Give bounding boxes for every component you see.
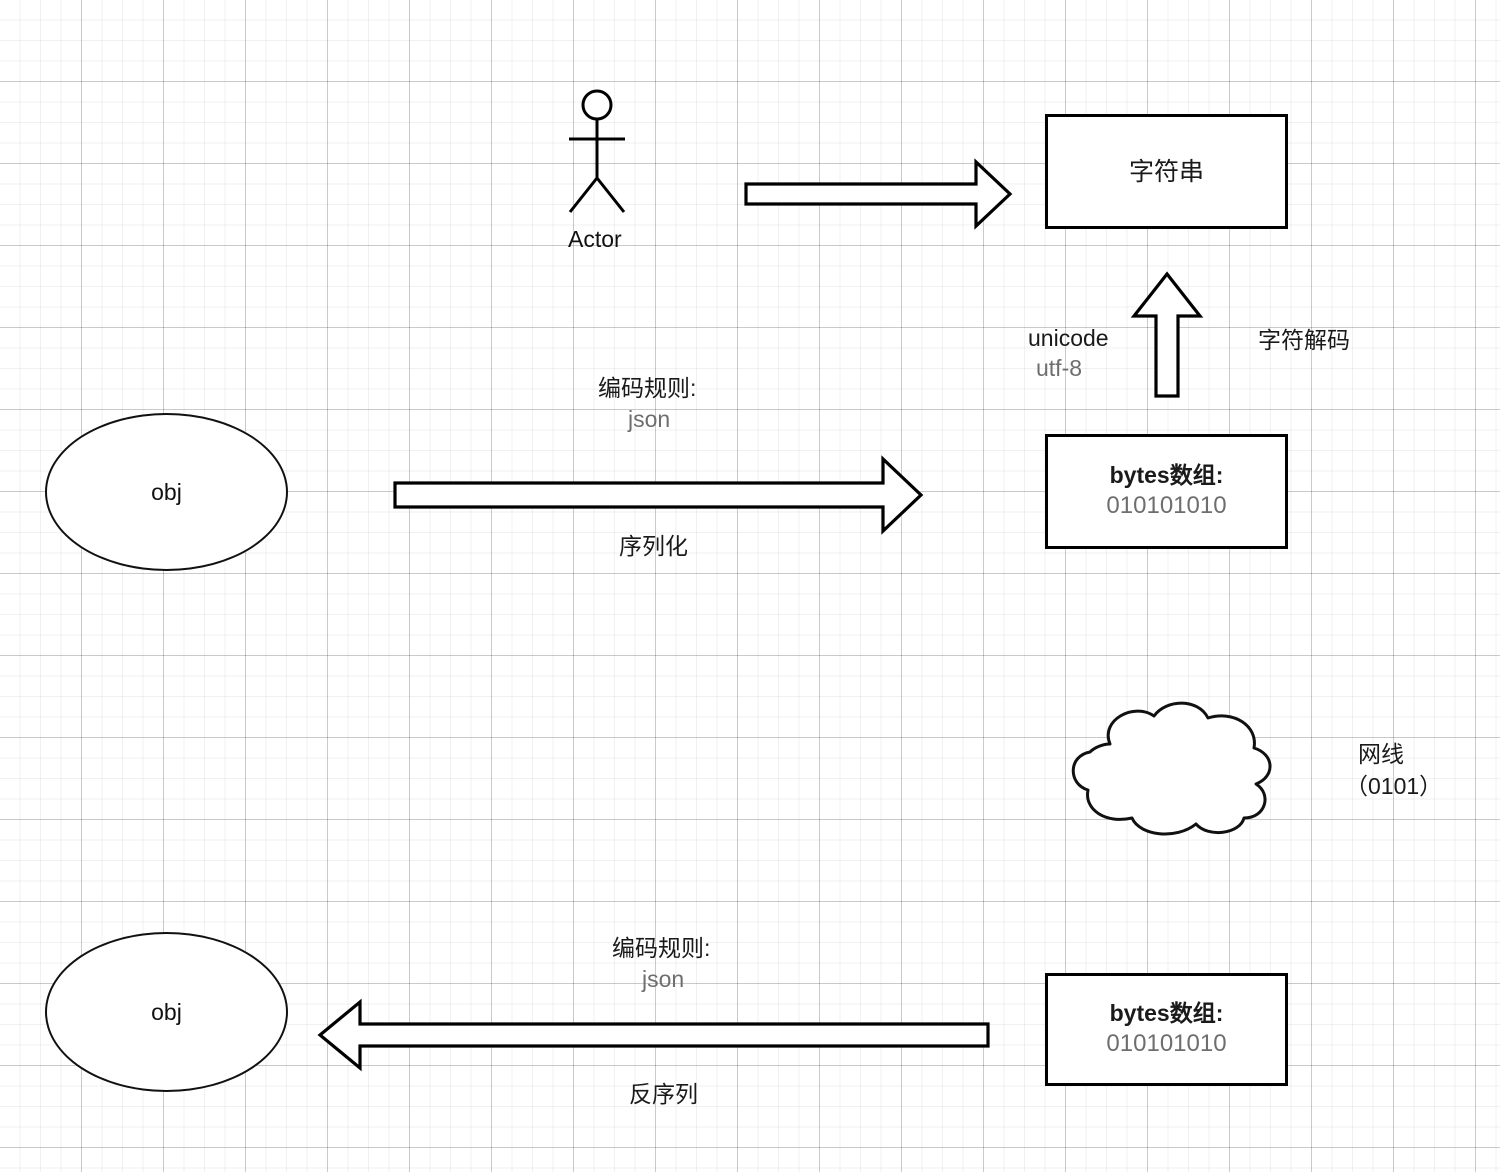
serialize-label-primary: 编码规则:	[598, 375, 697, 401]
deserialize-label-below: 反序列	[629, 1081, 698, 1107]
actor-head-icon	[581, 89, 613, 121]
actor-leg-right-icon	[595, 177, 626, 213]
string-box[interactable]: 字符串	[1045, 114, 1288, 229]
decode-left-label-primary: unicode	[1028, 325, 1109, 351]
cloud-sublabel: （0101）	[1345, 773, 1443, 799]
deserialize-label-primary: 编码规则:	[612, 935, 711, 961]
string-box-label: 字符串	[1128, 157, 1204, 186]
block-arrow-left-icon	[317, 998, 990, 1072]
arrow-serialize[interactable]	[393, 455, 927, 535]
block-arrow-right-icon	[744, 158, 1013, 230]
bytes-box-top-title: bytes数组:	[1109, 462, 1224, 489]
serialize-label-below: 序列化	[619, 533, 688, 559]
decode-left-label-secondary: utf-8	[1036, 355, 1083, 381]
actor-leg-left-icon	[568, 177, 599, 213]
obj-ellipse-bottom[interactable]: obj	[45, 932, 288, 1092]
deserialize-label-secondary: json	[642, 966, 685, 992]
cloud-label: 网线	[1358, 741, 1404, 767]
serialize-label-secondary: json	[628, 406, 671, 432]
obj-ellipse-bottom-label: obj	[151, 998, 182, 1025]
bytes-box-bottom[interactable]: bytes数组: 010101010	[1045, 973, 1288, 1086]
cloud-icon	[1071, 701, 1272, 836]
cloud-shape[interactable]	[1048, 700, 1293, 836]
bytes-box-top[interactable]: bytes数组: 010101010	[1045, 434, 1288, 549]
bytes-box-bottom-value: 010101010	[1106, 1029, 1227, 1057]
bytes-box-bottom-title: bytes数组:	[1109, 1000, 1224, 1027]
actor-figure[interactable]	[555, 88, 645, 218]
obj-ellipse-top-label: obj	[151, 478, 182, 505]
block-arrow-up-icon	[1130, 271, 1204, 398]
arrow-deserialize[interactable]	[314, 998, 992, 1072]
obj-ellipse-top[interactable]: obj	[45, 413, 288, 571]
arrow-decode-up[interactable]	[1128, 268, 1212, 400]
actor-label: Actor	[568, 226, 622, 252]
decode-right-label: 字符解码	[1258, 327, 1350, 353]
block-arrow-right-icon	[393, 455, 924, 535]
arrow-actor-to-string[interactable]	[744, 158, 1014, 230]
bytes-box-top-value: 010101010	[1106, 491, 1227, 519]
